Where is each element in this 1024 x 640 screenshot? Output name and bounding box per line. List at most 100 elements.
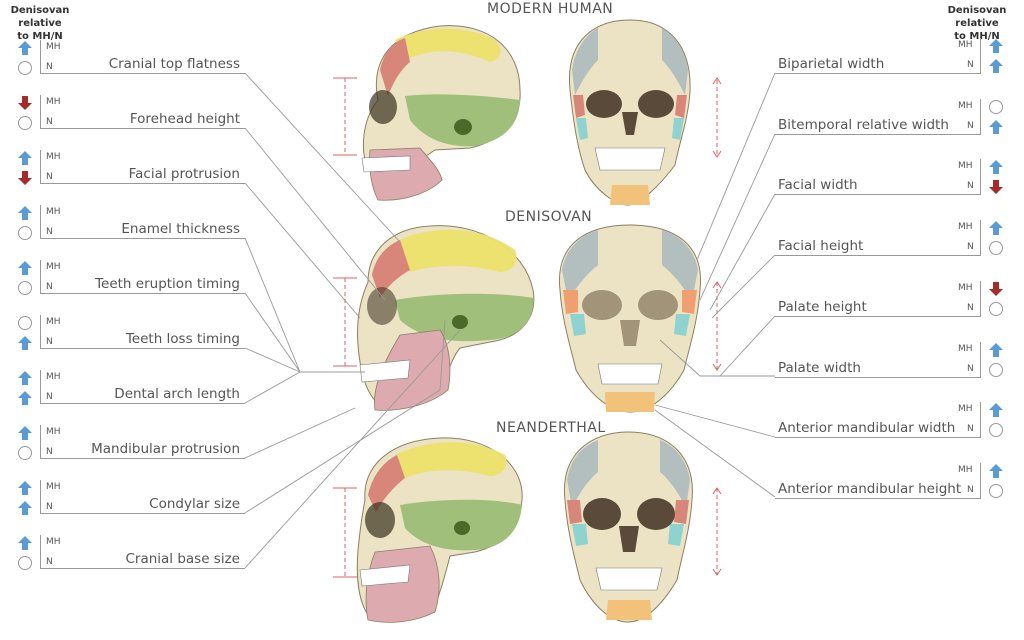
right-feature-row: Facial width MH N	[770, 159, 1024, 199]
up-arrow-icon	[989, 403, 1003, 418]
row-bracket	[40, 370, 41, 404]
label-underline	[775, 133, 980, 135]
modern-human-lateral-skull	[333, 25, 521, 201]
feature-label: Facial height	[778, 238, 864, 255]
no-difference-circle-icon	[18, 226, 32, 240]
row-bracket	[40, 480, 41, 514]
label-underline	[775, 73, 980, 74]
label-underline	[40, 568, 245, 569]
n-abbr: N	[967, 181, 974, 192]
down-arrow-icon	[18, 96, 32, 110]
mh-abbr: MH	[46, 427, 61, 437]
feature-label: Teeth eruption timing	[95, 276, 240, 292]
row-bracket	[980, 280, 981, 317]
feature-label: Biparietal width	[778, 56, 885, 72]
n-abbr: N	[967, 242, 974, 253]
right-header-line2: to MH/N	[954, 31, 1000, 42]
label-underline	[775, 315, 980, 317]
n-abbr: N	[46, 392, 53, 402]
no-difference-circle-icon	[18, 316, 32, 330]
no-difference-circle-icon	[989, 241, 1003, 256]
up-arrow-icon	[989, 59, 1003, 73]
label-underline	[40, 293, 245, 294]
feature-label: Cranial base size	[125, 551, 240, 567]
n-abbr: N	[967, 484, 974, 495]
mh-abbr: MH	[46, 372, 61, 382]
n-abbr: N	[46, 282, 53, 292]
mh-abbr: MH	[46, 317, 61, 327]
mh-abbr: MH	[46, 262, 61, 272]
left-feature-row: MH N Teeth loss timing	[0, 315, 260, 355]
feature-label: Condylar size	[149, 496, 240, 512]
label-underline	[40, 73, 245, 74]
modern-human-frontal-skull	[568, 19, 722, 206]
row-bracket	[980, 98, 981, 135]
no-difference-circle-icon	[989, 301, 1003, 316]
title-denisovan: DENISOVAN	[505, 209, 593, 225]
mh-abbr: MH	[46, 537, 61, 547]
label-underline	[775, 497, 980, 499]
mh-abbr: MH	[46, 482, 61, 492]
up-arrow-icon	[18, 371, 32, 385]
mh-abbr: MH	[46, 42, 61, 52]
row-bracket	[40, 40, 41, 74]
n-abbr: N	[46, 557, 53, 567]
n-abbr: N	[46, 337, 53, 347]
title-neanderthal: NEANDERTHAL	[496, 420, 606, 436]
down-arrow-icon	[989, 281, 1003, 296]
row-bracket	[40, 205, 41, 239]
mh-abbr: MH	[958, 282, 973, 293]
row-bracket	[980, 402, 981, 439]
n-abbr: N	[46, 502, 53, 512]
left-feature-row: MH N Teeth eruption timing	[0, 260, 260, 300]
feature-label: Dental arch length	[114, 386, 240, 402]
row-bracket	[40, 260, 41, 294]
mh-abbr: MH	[958, 222, 973, 233]
no-difference-circle-icon	[18, 281, 32, 295]
n-abbr: N	[46, 172, 53, 182]
mh-abbr: MH	[958, 161, 973, 172]
feature-label: Anterior mandibular height	[778, 480, 962, 497]
mh-abbr: MH	[958, 404, 973, 415]
mh-abbr: MH	[958, 464, 973, 475]
n-abbr: N	[46, 447, 53, 457]
connector-lines	[244, 72, 776, 569]
feature-label: Facial protrusion	[128, 166, 240, 182]
feature-label: Mandibular protrusion	[91, 441, 240, 457]
label-underline	[775, 437, 980, 439]
label-underline	[40, 183, 245, 184]
up-arrow-icon	[18, 391, 32, 405]
row-bracket	[980, 159, 981, 196]
left-feature-row: MH N Mandibular protrusion	[0, 425, 260, 465]
label-underline	[40, 403, 245, 404]
row-bracket	[40, 95, 41, 129]
n-abbr: N	[967, 424, 974, 435]
mh-abbr: MH	[958, 40, 973, 50]
n-abbr: N	[967, 363, 974, 374]
left-feature-row: MH N Dental arch length	[0, 370, 260, 410]
feature-label: Palate width	[778, 359, 861, 376]
left-feature-row: MH N Cranial base size	[0, 535, 260, 575]
row-bracket	[40, 315, 41, 349]
feature-label: Cranial top flatness	[108, 56, 240, 72]
label-underline	[40, 128, 245, 129]
row-bracket	[980, 38, 981, 74]
up-arrow-icon	[18, 501, 32, 515]
feature-label: Facial width	[778, 177, 858, 194]
n-abbr: N	[46, 227, 53, 237]
feature-label: Teeth loss timing	[125, 331, 240, 347]
no-difference-circle-icon	[989, 483, 1003, 498]
mh-abbr: MH	[46, 97, 61, 107]
feature-label: Anterior mandibular width	[778, 420, 956, 437]
up-arrow-icon	[18, 261, 32, 275]
denisovan-frontal-skull	[558, 224, 722, 413]
row-bracket	[40, 150, 41, 184]
label-underline	[775, 255, 980, 257]
right-feature-row: Facial height MH N	[770, 220, 1024, 260]
no-difference-circle-icon	[989, 99, 1003, 114]
